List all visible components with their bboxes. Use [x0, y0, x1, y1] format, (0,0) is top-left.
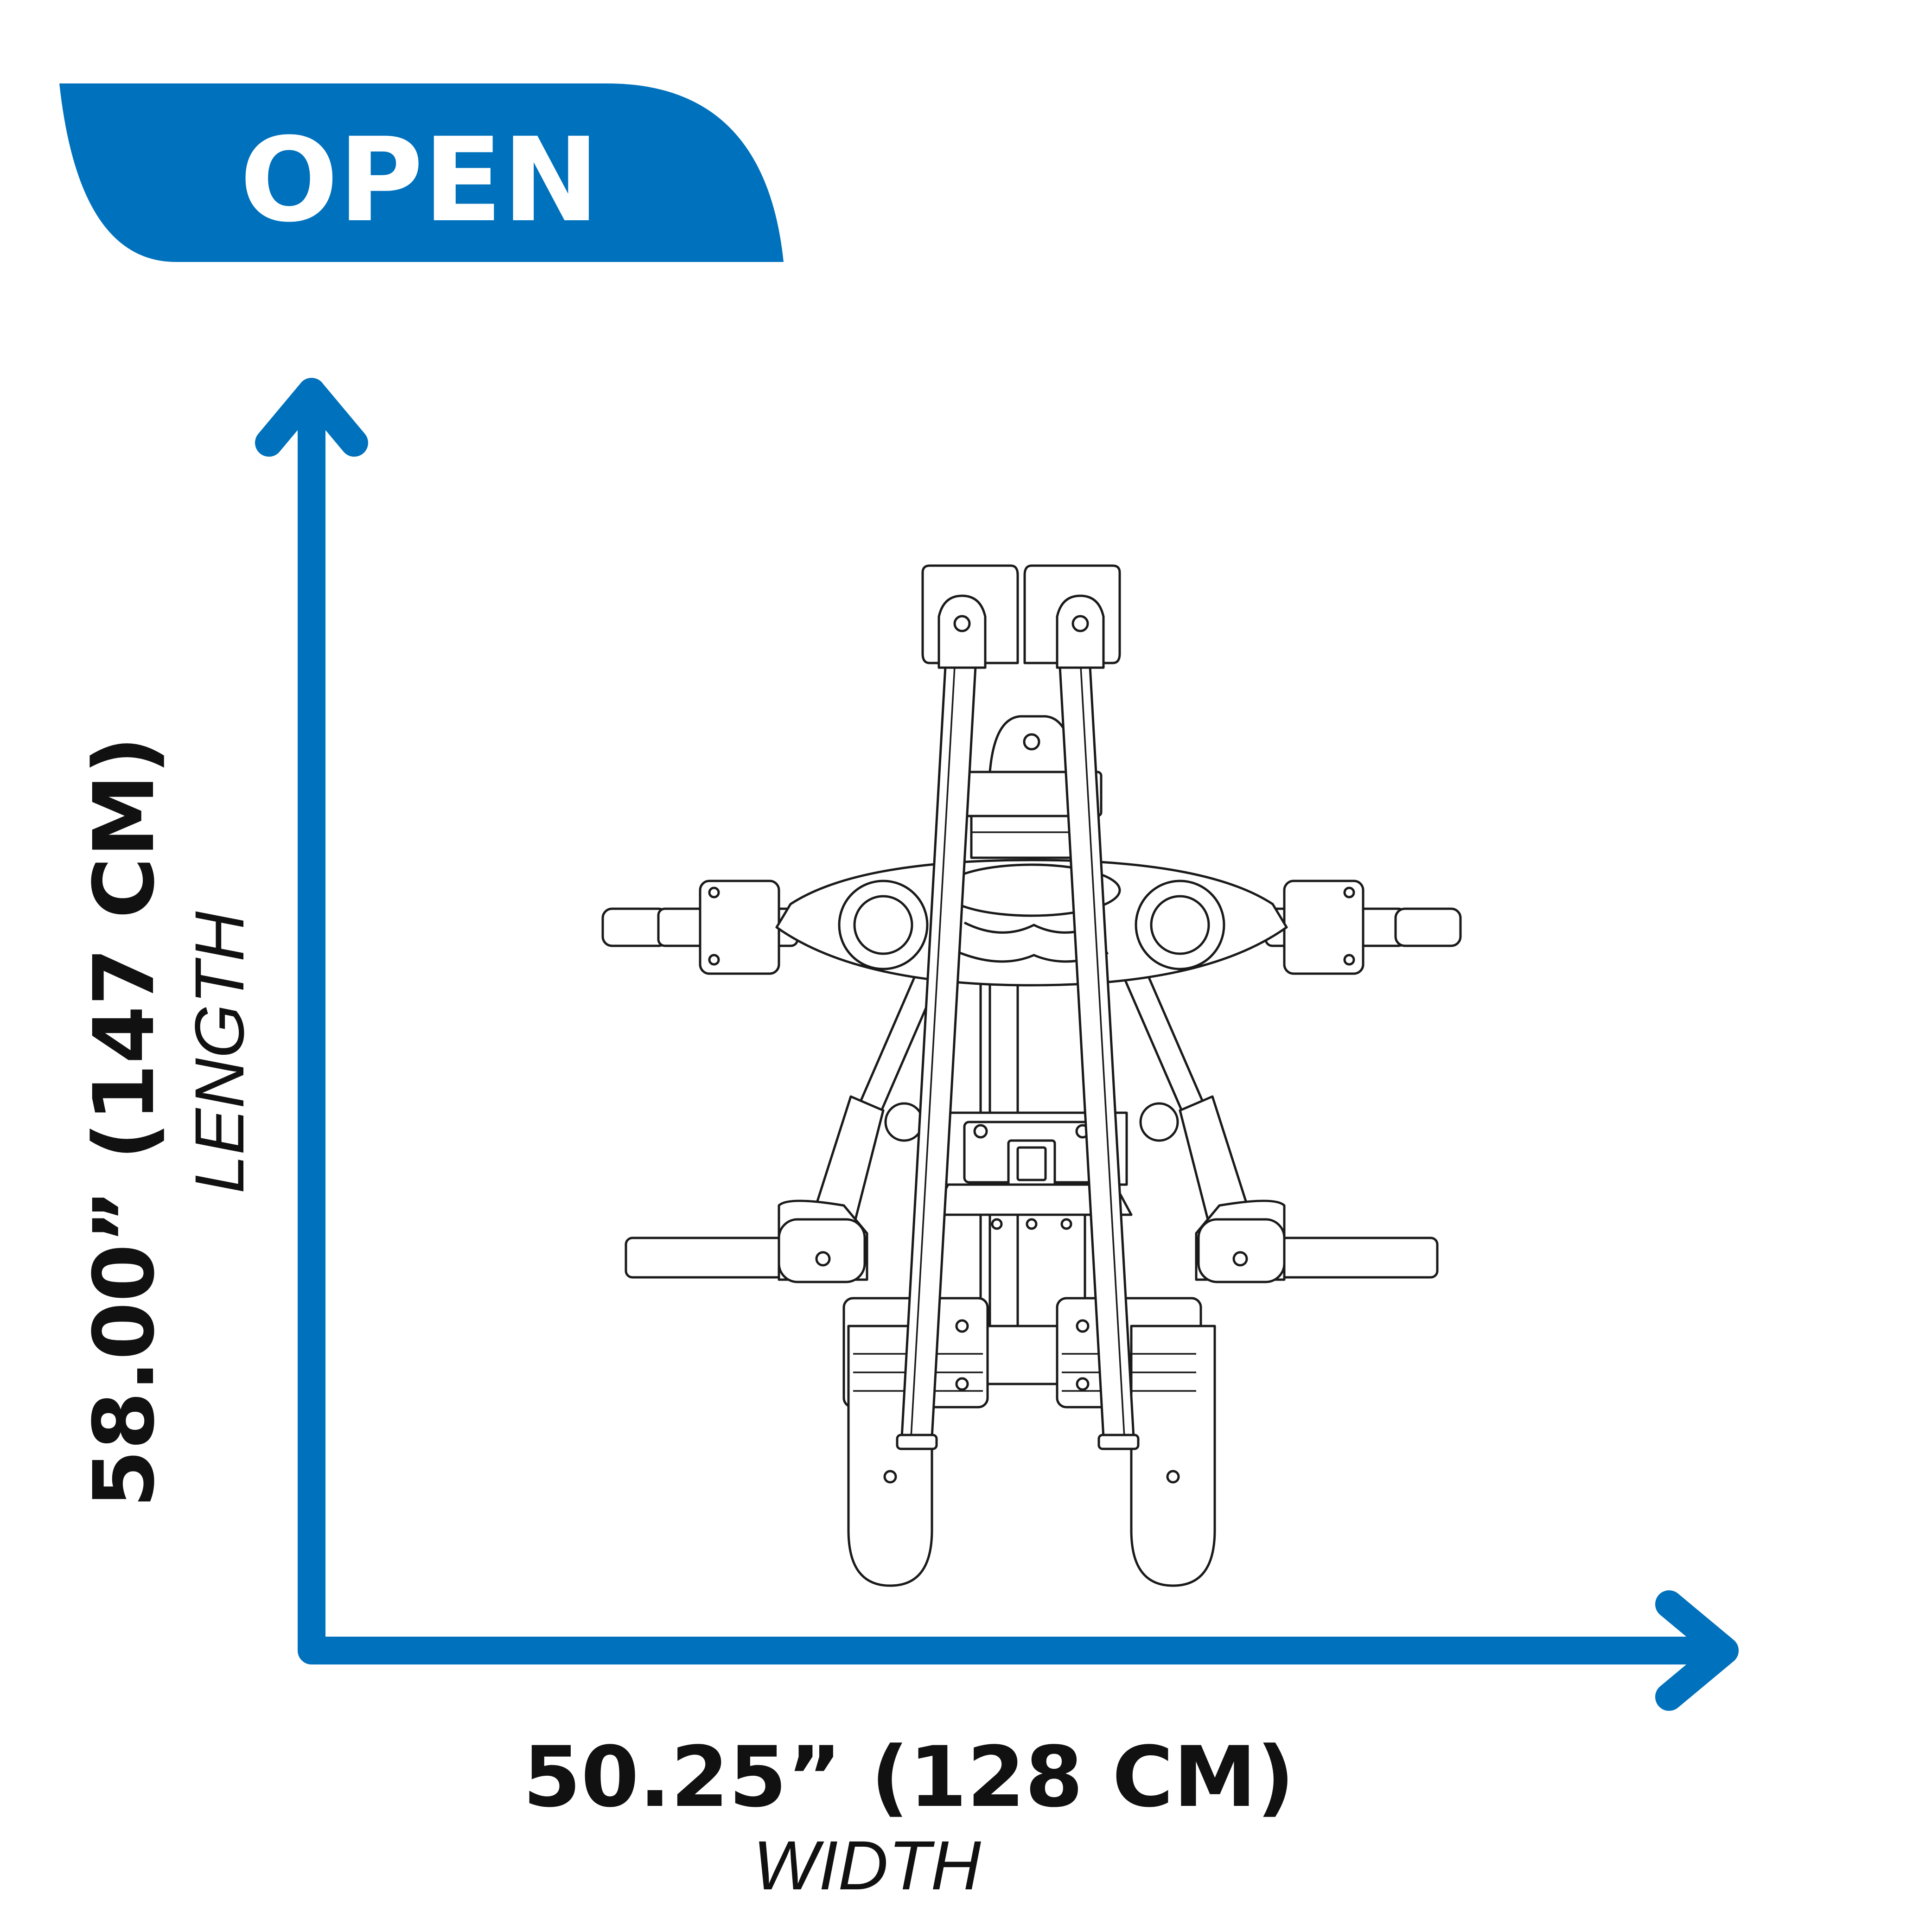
handle-arms — [896, 657, 1140, 1450]
tank-housing — [775, 859, 1288, 987]
width-value: 50.25” (128 CM) — [523, 1729, 1294, 1826]
dimension-arrows — [255, 378, 1739, 1711]
badge-shape — [59, 83, 784, 262]
length-arrow-shaft — [298, 378, 1725, 1664]
width-dimension: 50.25” (128 CM) WIDTH — [523, 1729, 1294, 1904]
length-dimension: 58.00” (147 CM) LENGTH — [76, 736, 258, 1508]
badge-label: OPEN — [240, 113, 599, 248]
seat-carriage — [884, 1102, 1179, 1230]
width-label: WIDTH — [753, 1826, 981, 1904]
rear-stabilizer — [625, 1199, 1439, 1283]
length-arrowhead-icon — [255, 378, 368, 457]
rower-illustration — [601, 564, 1462, 1587]
length-label: LENGTH — [180, 911, 258, 1193]
handle-grips — [921, 564, 1121, 669]
width-arrowhead-icon — [1655, 1590, 1739, 1711]
length-value: 58.00” (147 CM) — [76, 736, 173, 1508]
footplates — [842, 1297, 1216, 1587]
front-stabilizer — [601, 880, 1462, 975]
open-badge: OPEN — [59, 83, 784, 262]
